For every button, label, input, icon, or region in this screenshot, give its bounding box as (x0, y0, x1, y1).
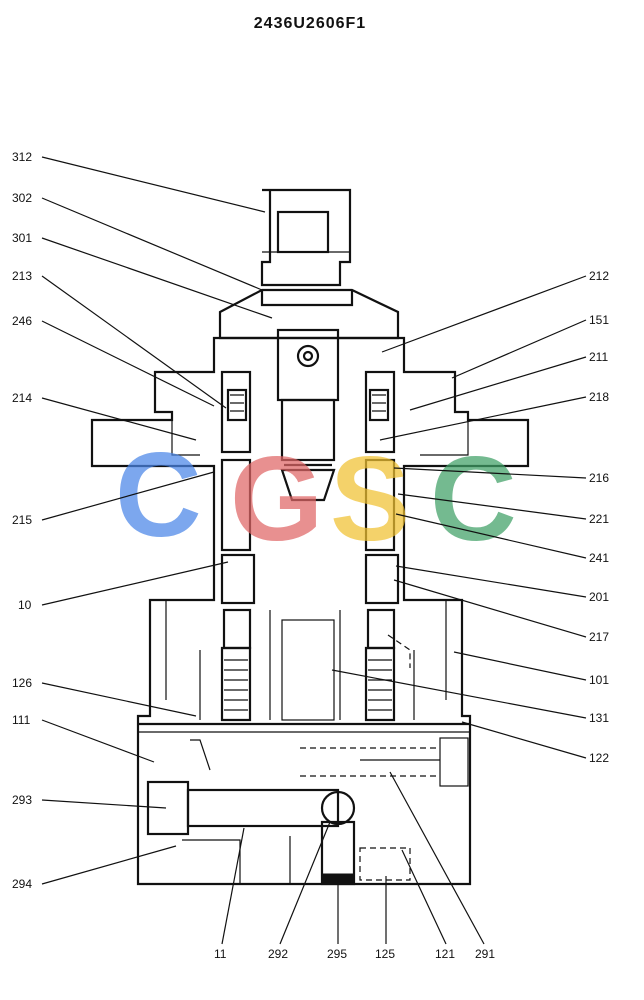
callout-312: 312 (12, 150, 32, 164)
callout-221: 221 (589, 512, 609, 526)
callout-246: 246 (12, 314, 32, 328)
callout-214: 214 (12, 391, 32, 405)
callout-302: 302 (12, 191, 32, 205)
callout-291: 291 (475, 947, 495, 961)
callout-217: 217 (589, 630, 609, 644)
callout-301: 301 (12, 231, 32, 245)
callout-212: 212 (589, 269, 609, 283)
callout-292: 292 (268, 947, 288, 961)
callout-125: 125 (375, 947, 395, 961)
watermark-letter-3: S (330, 432, 410, 566)
valve-body-outline (90, 188, 530, 886)
callout-218: 218 (589, 390, 609, 404)
callout-241: 241 (589, 551, 609, 565)
watermark-letter-1: C (115, 428, 202, 562)
leader-lines (41, 156, 587, 945)
callout-121: 121 (435, 947, 455, 961)
callout-labels: 312 302 301 213 246 214 215 10 126 111 2… (12, 150, 609, 961)
drawing-number: 2436U2606F1 (254, 15, 366, 32)
callout-131: 131 (589, 711, 609, 725)
callout-294: 294 (12, 877, 32, 891)
callout-151: 151 (589, 313, 609, 327)
lower-manifold (146, 737, 469, 886)
watermark-letter-4: C (430, 432, 517, 566)
callout-111: 111 (12, 713, 31, 727)
callout-213: 213 (12, 269, 32, 283)
callout-126: 126 (12, 676, 32, 690)
watermark: C G S C (115, 428, 517, 566)
callout-295: 295 (327, 947, 347, 961)
callout-293: 293 (12, 793, 32, 807)
callout-11: 11 (214, 947, 227, 961)
callout-201: 201 (589, 590, 609, 604)
callout-10: 10 (18, 598, 32, 612)
callout-216: 216 (589, 471, 609, 485)
callout-215: 215 (12, 513, 32, 527)
watermark-letter-2: G (230, 432, 323, 566)
callout-211: 211 (589, 350, 608, 364)
callout-101: 101 (589, 673, 609, 687)
callout-122: 122 (589, 751, 609, 765)
